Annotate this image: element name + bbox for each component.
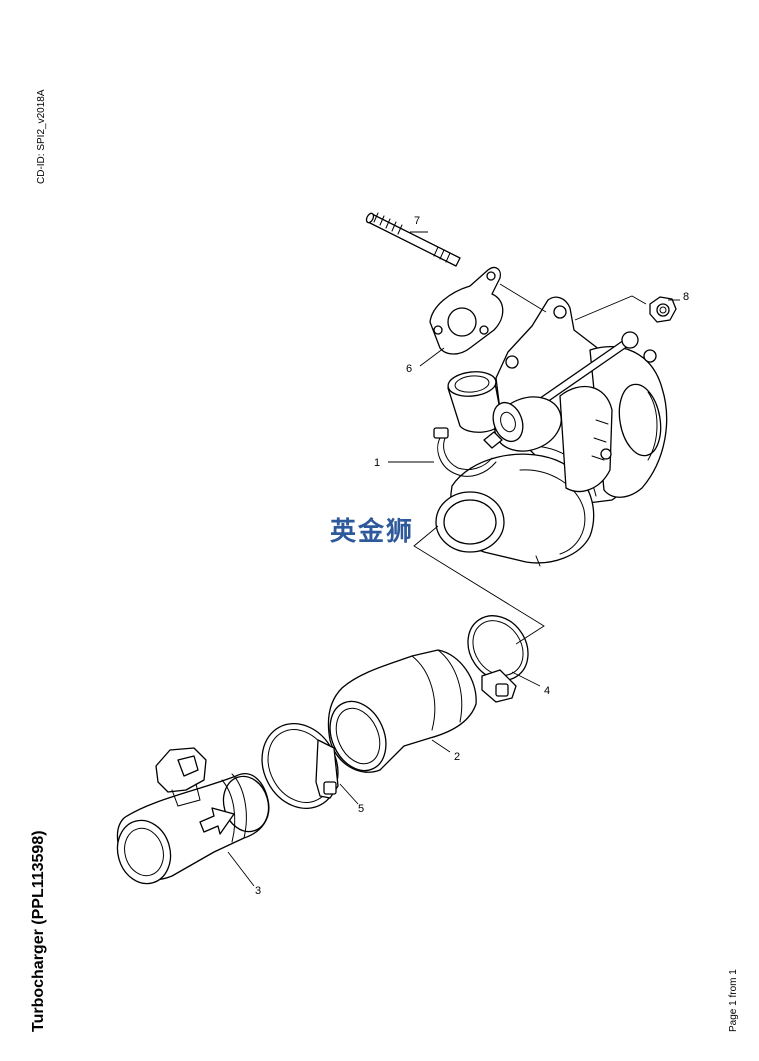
watermark-text: 英金狮: [330, 516, 414, 547]
gasket-part: [429, 266, 504, 355]
callout-3: 3: [255, 885, 261, 897]
hose-part: [327, 649, 477, 773]
callout-8: 8: [683, 291, 689, 303]
turbocharger-part: [433, 296, 668, 567]
stud-part: [365, 212, 461, 267]
clamp-upper-part: [467, 615, 529, 703]
callout-numbers: 7 6 8 1 4 2 5 3: [255, 215, 689, 897]
callout-5: 5: [358, 803, 364, 815]
callout-7: 7: [414, 215, 420, 227]
callout-1: 1: [374, 457, 380, 469]
callout-6: 6: [406, 363, 412, 375]
leader-lines: [227, 231, 680, 887]
callout-2: 2: [454, 751, 460, 763]
callout-4: 4: [544, 685, 550, 697]
nut-part: [649, 296, 677, 323]
air-flow-sensor-housing-part: [116, 747, 270, 885]
clamp-lower-part: [261, 722, 339, 810]
